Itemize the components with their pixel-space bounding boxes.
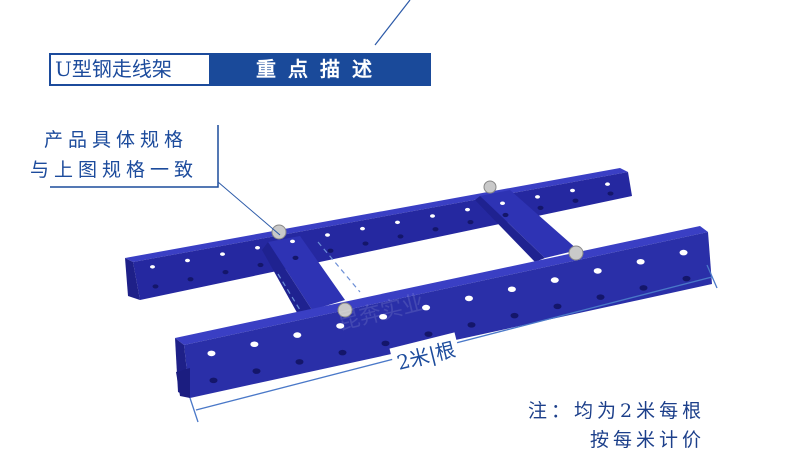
hole	[467, 322, 476, 328]
hole	[250, 341, 259, 348]
product-name: U型钢走线架	[49, 53, 213, 86]
hole	[362, 241, 369, 246]
hole	[152, 284, 159, 289]
mounting-holes	[150, 182, 691, 384]
hole	[553, 303, 562, 310]
hole	[572, 198, 579, 203]
hole	[187, 277, 194, 282]
hole	[570, 188, 575, 193]
hole	[422, 304, 431, 311]
hole	[535, 195, 540, 199]
leader-line-top	[374, 0, 411, 46]
dashed-guide	[277, 273, 301, 311]
hole	[507, 286, 516, 293]
callout-frame	[50, 125, 219, 188]
hole	[292, 255, 299, 260]
hole	[381, 340, 390, 347]
bolts	[271, 180, 584, 318]
bolt-icon	[271, 224, 287, 240]
hole	[679, 249, 688, 256]
callout-line-2: 与上图规格一致	[30, 159, 199, 181]
dashed-guide	[317, 241, 361, 293]
hole	[500, 201, 505, 205]
hole	[467, 220, 474, 225]
hole	[502, 212, 509, 218]
hole	[432, 227, 439, 232]
hole	[150, 265, 155, 269]
hole	[222, 270, 229, 275]
hole	[290, 239, 295, 244]
hole	[430, 214, 435, 218]
hole	[295, 359, 304, 365]
hole	[639, 285, 648, 291]
hole	[252, 368, 261, 374]
hole	[209, 377, 218, 384]
hole	[336, 323, 345, 329]
hole	[424, 331, 433, 337]
bolt-icon	[337, 302, 353, 318]
section-label: 重点描述	[209, 53, 431, 86]
hole	[395, 220, 400, 225]
hole	[510, 312, 519, 319]
hole	[397, 234, 404, 239]
hole	[325, 233, 330, 237]
hole	[257, 262, 264, 268]
hole	[636, 258, 645, 265]
hole	[379, 313, 388, 320]
callout-leader	[217, 181, 281, 236]
hole	[338, 349, 347, 356]
hole	[464, 295, 473, 302]
hole	[293, 332, 302, 338]
hole	[360, 226, 365, 231]
hole	[682, 275, 691, 282]
hole	[207, 350, 216, 357]
callout-line-1: 产品具体规格	[44, 129, 189, 151]
hole	[255, 246, 260, 250]
cross-member-left	[262, 236, 345, 318]
hole	[465, 207, 470, 212]
bolt-icon	[483, 180, 497, 194]
hole	[593, 268, 602, 274]
hole	[537, 205, 544, 210]
note-line-2: 按每米计价	[590, 429, 706, 451]
hole	[607, 191, 614, 196]
bolt-icon	[568, 245, 584, 261]
hole	[550, 277, 559, 283]
hole	[327, 248, 334, 253]
hole	[605, 182, 610, 186]
hole	[185, 258, 190, 263]
hole	[596, 294, 605, 300]
note-line-1: 注：均为2米每根	[528, 400, 706, 422]
cross-member-right	[475, 190, 578, 262]
hole	[220, 252, 225, 256]
